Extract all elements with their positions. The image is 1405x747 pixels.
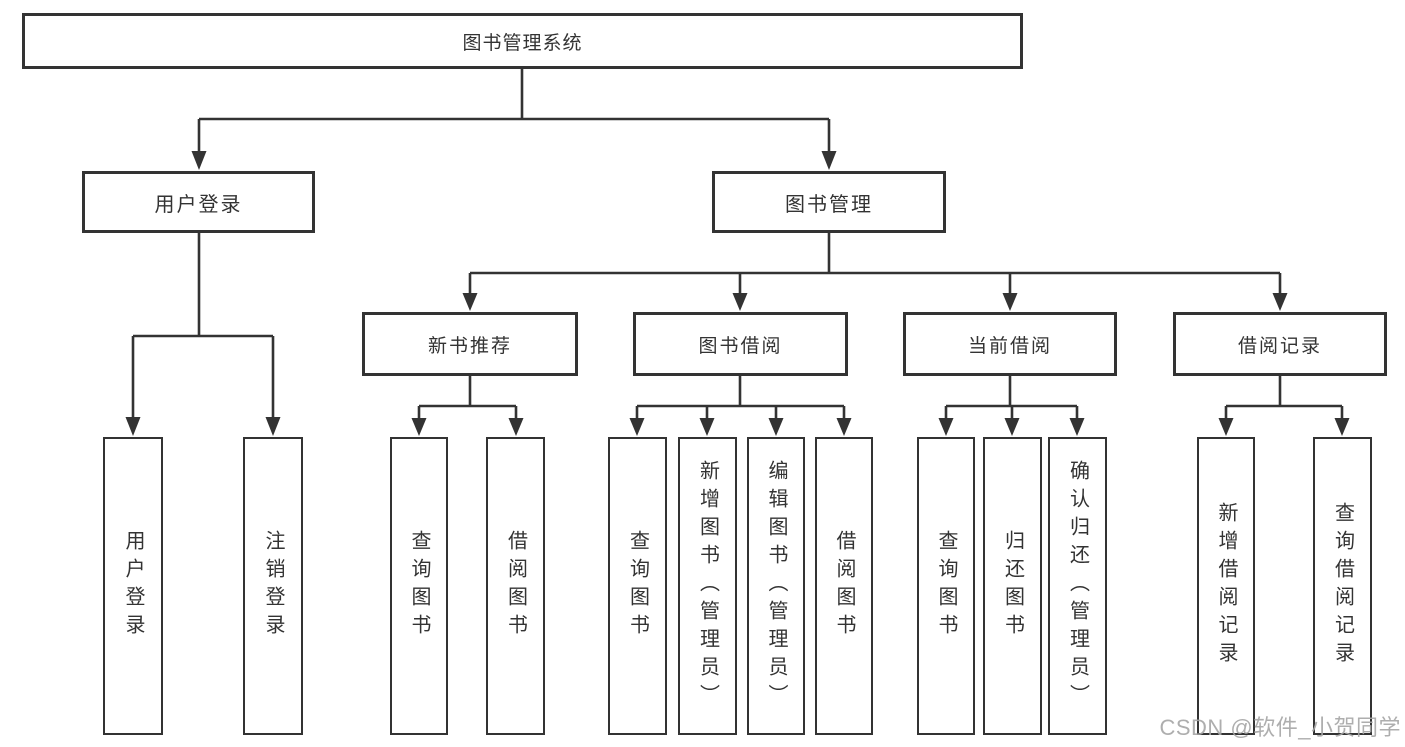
- arrowhead: [732, 293, 748, 311]
- leaf-confirm-return-admin: 确认归还（管理员）: [1048, 437, 1107, 735]
- arrowhead: [938, 418, 954, 436]
- arrowhead: [629, 418, 645, 436]
- arrowhead: [462, 293, 478, 311]
- node-borrow-records: 借阅记录: [1173, 312, 1387, 376]
- node-book-management-branch: 图书管理: [712, 171, 946, 233]
- node-book-borrowing: 图书借阅: [633, 312, 848, 376]
- arrowhead: [1002, 293, 1018, 311]
- arrowhead: [191, 151, 207, 170]
- leaf-borrow-book-rec: 借阅图书: [486, 437, 545, 735]
- arrowhead: [508, 418, 524, 436]
- leaf-borrow-book: 借阅图书: [815, 437, 873, 735]
- arrowhead: [699, 418, 715, 436]
- arrowhead: [411, 418, 427, 436]
- leaf-query-borrow-record: 查询借阅记录: [1313, 437, 1372, 735]
- leaf-query-book-current: 查询图书: [917, 437, 975, 735]
- node-user-login-branch: 用户登录: [82, 171, 315, 233]
- arrowhead: [821, 151, 837, 170]
- leaf-add-borrow-record: 新增借阅记录: [1197, 437, 1255, 735]
- csdn-watermark: CSDN @软件_小贺同学: [1159, 715, 1401, 740]
- arrowhead: [1218, 418, 1234, 436]
- arrowhead: [1334, 418, 1350, 436]
- arrowhead: [125, 417, 141, 436]
- leaf-logout: 注销登录: [243, 437, 303, 735]
- arrowhead: [768, 418, 784, 436]
- node-current-borrowing: 当前借阅: [903, 312, 1117, 376]
- arrowhead: [1004, 418, 1020, 436]
- arrowhead: [836, 418, 852, 436]
- arrowhead: [1069, 418, 1085, 436]
- leaf-user-login: 用户登录: [103, 437, 163, 735]
- leaf-edit-book-admin: 编辑图书（管理员）: [747, 437, 805, 735]
- leaf-query-book-rec: 查询图书: [390, 437, 448, 735]
- arrowhead: [1272, 293, 1288, 311]
- node-library-system: 图书管理系统: [22, 13, 1023, 69]
- leaf-add-book-admin: 新增图书（管理员）: [678, 437, 737, 735]
- node-new-book-recommend: 新书推荐: [362, 312, 578, 376]
- leaf-query-book-borrow: 查询图书: [608, 437, 667, 735]
- arrowhead: [265, 417, 281, 436]
- leaf-return-book: 归还图书: [983, 437, 1042, 735]
